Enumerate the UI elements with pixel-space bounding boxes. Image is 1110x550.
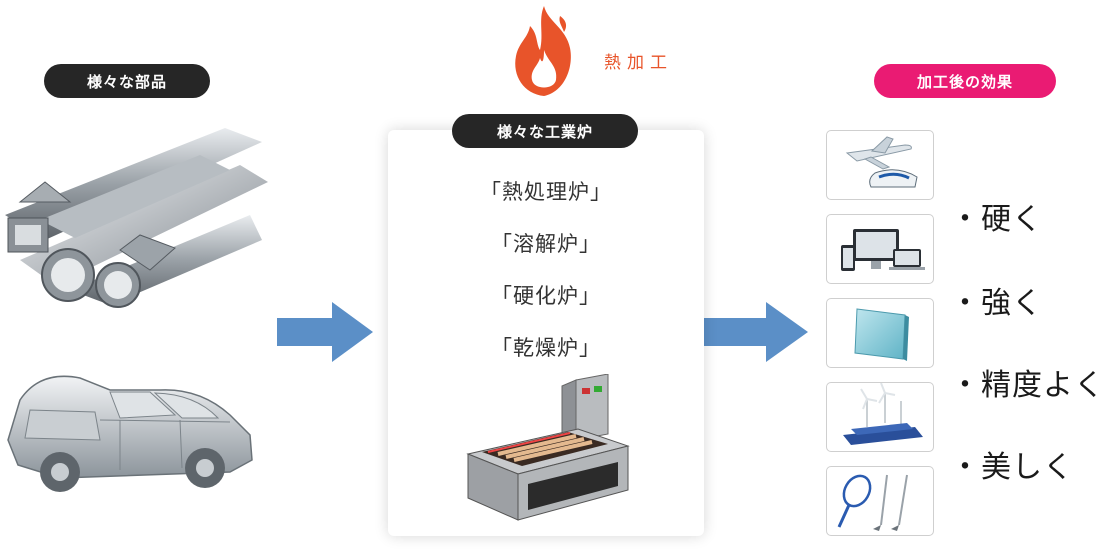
airplane-train-icon [845,136,918,188]
furnace-item: 「熱処理炉」 [480,180,612,204]
car-body-image [7,375,253,492]
furnace-item: 「溶解炉」 [491,232,601,256]
furnaces-label: 様々な工業炉 [452,114,638,148]
furnace-item: 「乾燥炉」 [491,336,601,360]
effect-item: ・硬く [950,202,1043,237]
sports-gear-thumb [826,466,934,536]
airplane-train-thumb [826,130,934,200]
heat-process-label: 熱加工 [604,53,673,73]
effect-item: ・強く [950,286,1043,321]
glass-panel-thumb [826,298,934,368]
arrow-right-icon [704,302,808,362]
effect-item: ・精度よく [950,368,1105,403]
wind-solar-icon [843,383,923,445]
arrow-right-icon [277,302,373,362]
effect-item: ・美しく [950,450,1074,485]
glass-panel-icon [854,308,909,361]
furnace-machine-image [466,374,630,521]
wind-solar-thumb [826,382,934,452]
sports-gear-icon [837,474,908,531]
devices-thumb [826,214,934,284]
effects-label: 加工後の効果 [874,64,1056,98]
furnace-item: 「硬化炉」 [491,284,601,308]
flame-icon [515,6,571,96]
furnace-card: 「熱処理炉」 「溶解炉」 「硬化炉」 「乾燥炉」 [388,130,704,536]
devices-icon [841,229,925,271]
parts-label: 様々な部品 [44,64,210,98]
metal-pipes-image [5,128,268,308]
